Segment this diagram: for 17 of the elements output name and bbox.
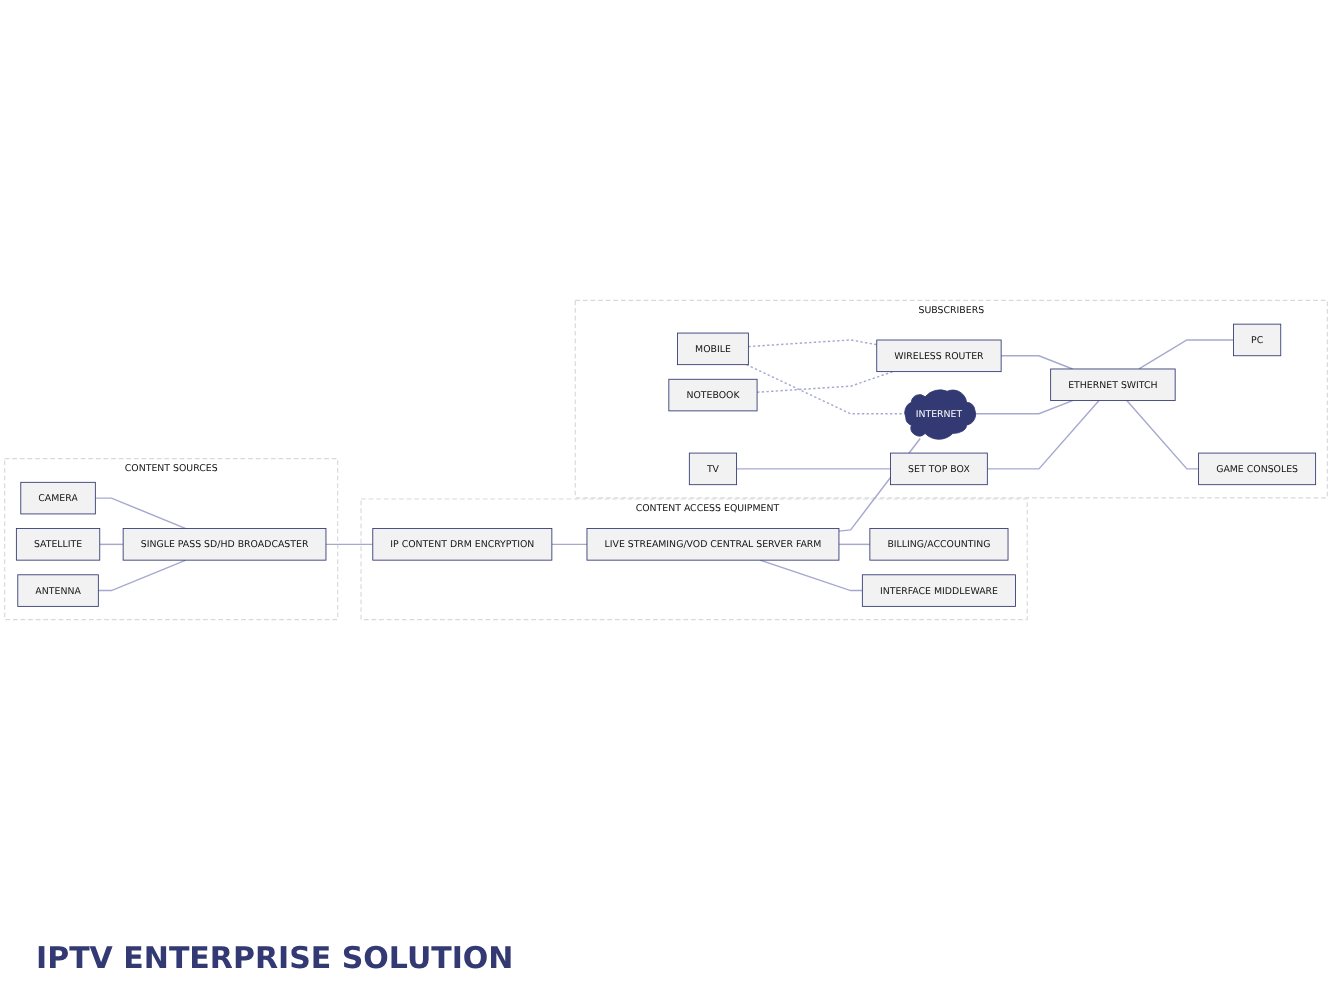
connector [759, 559, 864, 592]
connector [551, 543, 588, 546]
connector [1138, 339, 1235, 370]
connector [325, 543, 374, 546]
connector [99, 543, 124, 546]
connector [756, 370, 894, 393]
connector [973, 399, 1074, 415]
connector [1000, 355, 1074, 370]
caption: IPTV ENTERPRISE SOLUTION [36, 940, 514, 976]
connector [745, 363, 905, 415]
connector [94, 497, 187, 530]
connector [838, 543, 871, 546]
connector [97, 559, 187, 592]
connector [1126, 399, 1200, 470]
connector [986, 399, 1100, 470]
connector [735, 468, 892, 470]
connector [747, 339, 878, 348]
